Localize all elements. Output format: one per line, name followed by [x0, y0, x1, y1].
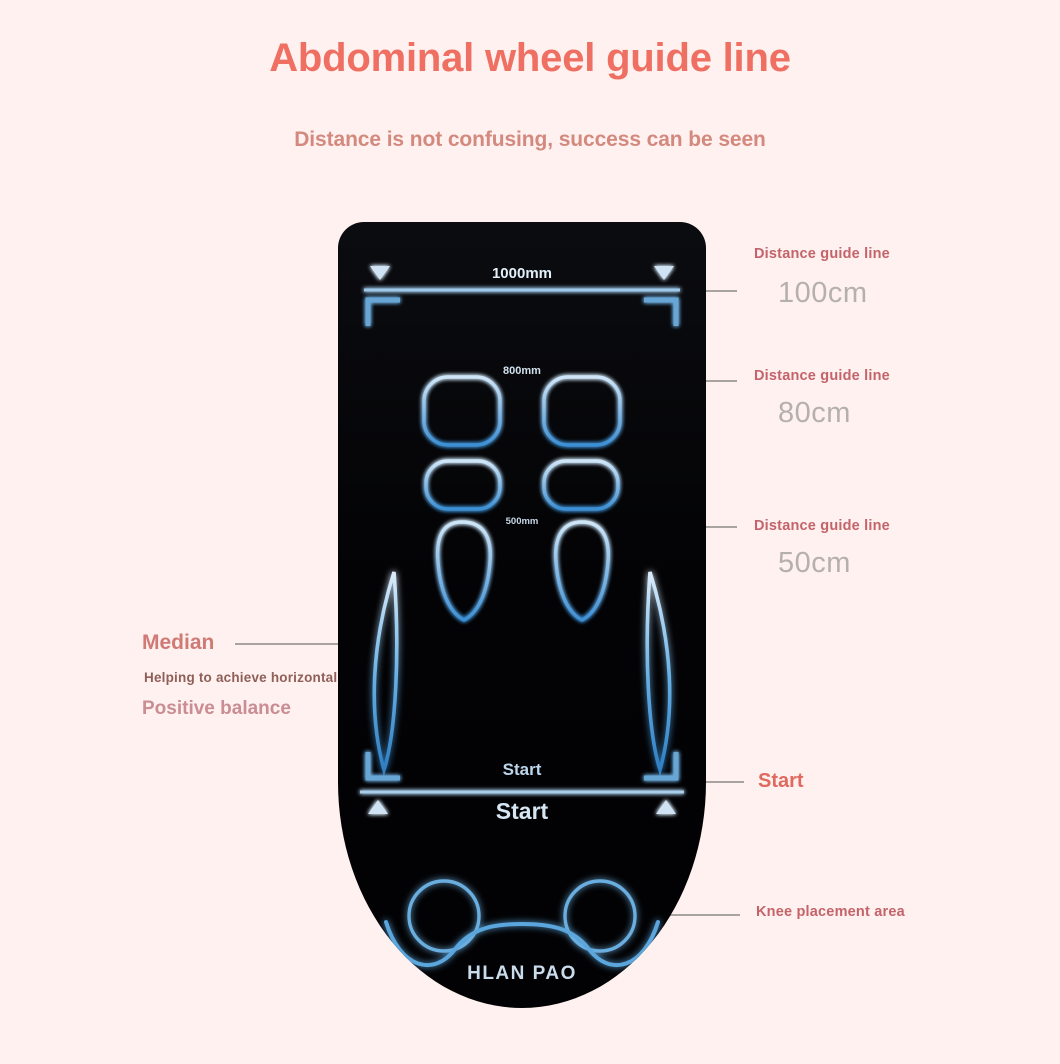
callout-label-50cm: Distance guide line: [754, 518, 890, 534]
page-subtitle: Distance is not confusing, success can b…: [294, 128, 766, 151]
bracket-bottom-left-icon: [365, 752, 400, 781]
callout-balance-median: Positive balance: [142, 698, 291, 719]
callout-value-100cm: 100cm: [778, 277, 868, 309]
ab-upper-right: [542, 375, 622, 447]
ab-lower-right: [554, 520, 610, 622]
abs-muscle-outlines: [422, 375, 622, 622]
oblique-right: [645, 571, 672, 777]
bracket-bottom-right-icon: [644, 752, 679, 781]
triangle-down-right-icon: [654, 266, 674, 280]
callout-label-start: Start: [758, 770, 804, 792]
triangle-up-right-icon: [656, 800, 676, 814]
callout-label-median: Median: [142, 631, 215, 654]
knee-circle-right: [563, 879, 637, 953]
exercise-mat-illustration: 1000mm 800mm 500mm: [338, 222, 706, 1008]
oblique-outlines: [372, 571, 672, 777]
page-title: Abdominal wheel guide line: [269, 36, 791, 80]
leader-line-knee: [610, 914, 740, 916]
knee-placement-group: [384, 879, 660, 968]
label-1000mm: 1000mm: [492, 265, 552, 282]
callout-label-knee: Knee placement area: [756, 904, 905, 920]
callout-subtext-median: Helping to achieve horizontal: [144, 670, 338, 685]
ab-lower-left: [435, 520, 492, 622]
bracket-top-left-icon: [365, 297, 400, 326]
ab-mid-left: [424, 459, 502, 511]
oblique-left: [372, 571, 399, 777]
triangle-down-left-icon: [370, 266, 390, 280]
triangle-up-left-icon: [368, 800, 388, 814]
callout-label-100cm: Distance guide line: [754, 246, 890, 262]
start-guide-group: [360, 752, 684, 814]
callout-value-50cm: 50cm: [778, 547, 851, 579]
mat-graphic: 1000mm 800mm 500mm: [338, 222, 706, 1008]
knee-support-curve: [384, 920, 660, 968]
brand-label: HLAN PAO: [467, 963, 577, 984]
bracket-top-right-icon: [644, 297, 679, 326]
mat-start-label-lower: Start: [496, 798, 549, 824]
ab-mid-right: [542, 459, 620, 511]
ab-upper-left: [422, 375, 502, 447]
callout-label-80cm: Distance guide line: [754, 368, 890, 384]
callout-value-80cm: 80cm: [778, 397, 851, 429]
mat-start-label-upper: Start: [503, 760, 542, 779]
knee-circle-left: [407, 879, 481, 953]
label-800mm: 800mm: [503, 365, 541, 377]
label-500mm: 500mm: [506, 516, 539, 527]
